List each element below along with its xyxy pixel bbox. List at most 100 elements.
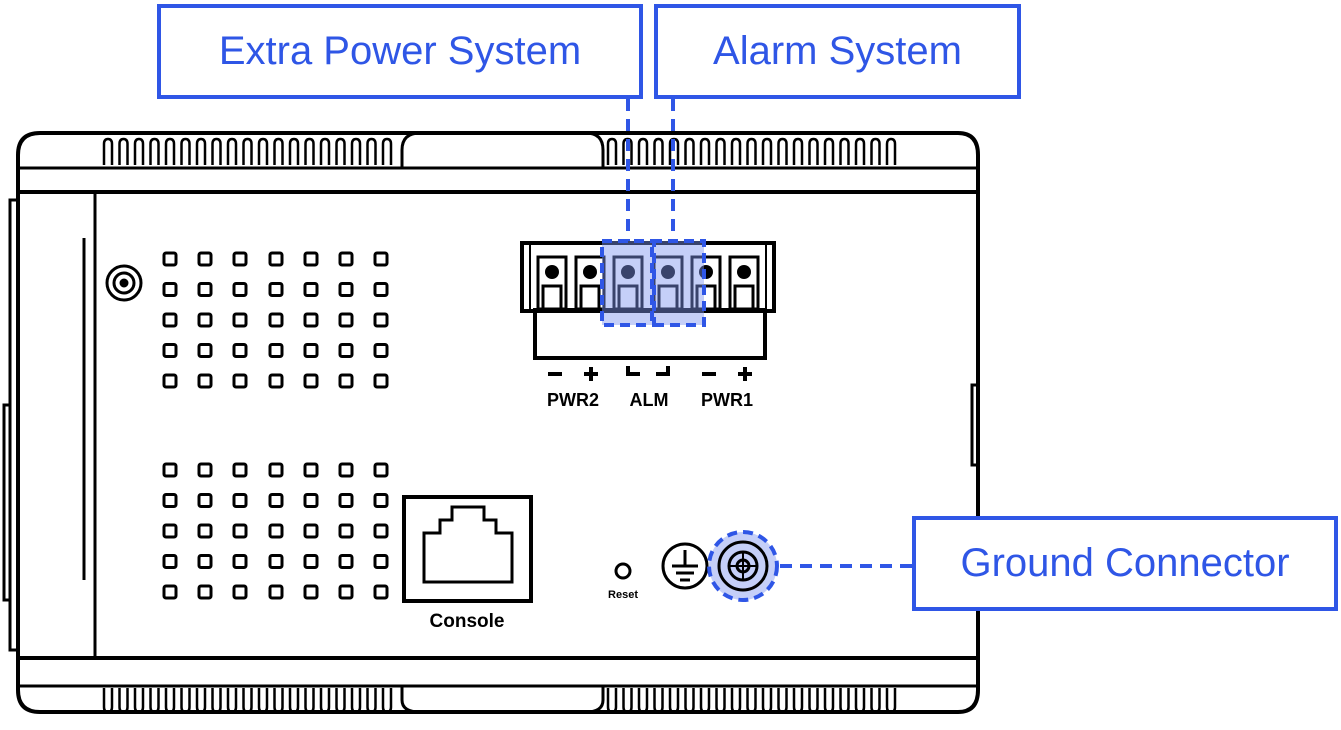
led-indicator <box>373 554 389 569</box>
vent-slot <box>839 688 850 714</box>
vent-slot <box>622 688 633 714</box>
led-indicator <box>232 584 248 600</box>
terminal-label-pwr1: PWR1 <box>701 390 753 410</box>
vent-slot <box>777 688 788 714</box>
led-indicator <box>303 343 319 358</box>
led-indicator <box>338 584 354 600</box>
top-vent-slots <box>102 137 897 165</box>
device-housing <box>2 131 980 714</box>
led-indicator-grid-bottom <box>162 462 389 600</box>
led-indicator <box>162 312 178 328</box>
led-indicator <box>338 373 354 389</box>
led-indicator <box>197 554 213 569</box>
led-indicator <box>373 523 389 539</box>
vent-slot <box>699 137 711 165</box>
led-indicator <box>303 282 319 297</box>
led-indicator <box>303 251 319 267</box>
callout-leader-lines <box>626 99 912 568</box>
vent-slot <box>288 688 300 714</box>
callout-alarm-system: Alarm System <box>654 4 1021 99</box>
vent-slot <box>885 688 897 714</box>
led-indicator <box>232 251 248 267</box>
vent-slot <box>684 688 695 714</box>
terminal-label-pwr2: PWR2 <box>547 390 599 410</box>
led-indicator <box>232 312 248 328</box>
terminal-wire-slot <box>579 284 601 309</box>
led-indicator <box>303 373 319 389</box>
vent-slot <box>226 688 238 714</box>
terminal-screw <box>621 265 635 279</box>
vent-slot <box>839 137 850 165</box>
led-indicator <box>162 251 178 267</box>
vent-slot <box>118 137 129 165</box>
led-indicator-grid-top <box>162 251 389 389</box>
vent-slot <box>653 688 664 714</box>
vent-slot <box>257 688 269 714</box>
led-indicator <box>338 462 354 478</box>
led-indicator <box>373 251 389 267</box>
vent-slot <box>304 137 315 165</box>
led-indicator <box>373 462 389 478</box>
vent-slot <box>180 137 191 165</box>
terminal-screw <box>583 265 597 279</box>
led-indicator <box>268 462 284 478</box>
vent-slot <box>195 137 207 165</box>
vent-slot <box>102 137 114 165</box>
terminal-wire-slot <box>657 284 679 309</box>
terminal-wire-slot <box>733 284 755 309</box>
terminal-screw <box>545 265 559 279</box>
terminal-screw <box>661 265 675 279</box>
vent-slot <box>684 137 695 165</box>
led-indicator <box>232 462 248 478</box>
led-indicator <box>268 343 284 358</box>
console-label: Console <box>430 611 505 632</box>
vent-slot <box>606 137 618 165</box>
vent-slot <box>350 688 362 714</box>
vent-slot <box>257 137 269 165</box>
terminal-pin <box>728 255 760 311</box>
vent-slot <box>730 137 742 165</box>
led-indicator <box>162 343 178 358</box>
led-indicator <box>268 523 284 539</box>
led-indicator <box>232 282 248 297</box>
led-indicator <box>197 343 213 358</box>
led-indicator <box>197 584 213 600</box>
vent-slot <box>242 137 253 165</box>
led-indicator <box>338 312 354 328</box>
vent-slot <box>211 137 222 165</box>
terminal-pin <box>536 255 568 311</box>
led-indicator <box>268 282 284 297</box>
led-indicator <box>338 343 354 358</box>
terminal-highlight <box>600 239 706 327</box>
led-indicator <box>197 282 213 297</box>
reset-label: Reset <box>608 589 638 601</box>
led-indicator <box>162 584 178 600</box>
led-indicator <box>303 312 319 328</box>
led-indicator <box>268 493 284 508</box>
vent-slot <box>637 137 649 165</box>
vent-slot <box>746 688 757 714</box>
led-indicator <box>162 282 178 297</box>
vent-slot <box>211 688 222 714</box>
callout-extra-power-system: Extra Power System <box>157 4 643 99</box>
ground-connector-icon <box>707 530 779 602</box>
mounting-screw-icon <box>105 264 143 302</box>
led-indicator <box>232 493 248 508</box>
vent-slot <box>746 137 757 165</box>
led-indicator <box>338 251 354 267</box>
led-indicator <box>197 312 213 328</box>
led-indicator <box>373 282 389 297</box>
vent-slot <box>870 688 881 714</box>
vent-slot <box>777 137 788 165</box>
led-indicator <box>268 312 284 328</box>
led-indicator <box>338 493 354 508</box>
vent-slot <box>366 688 377 714</box>
terminal-label-alm: ALM <box>630 390 669 410</box>
led-indicator <box>197 523 213 539</box>
terminal-wire-slot <box>617 284 639 309</box>
led-indicator <box>373 343 389 358</box>
vent-slot <box>653 137 664 165</box>
vent-slot <box>854 688 866 714</box>
